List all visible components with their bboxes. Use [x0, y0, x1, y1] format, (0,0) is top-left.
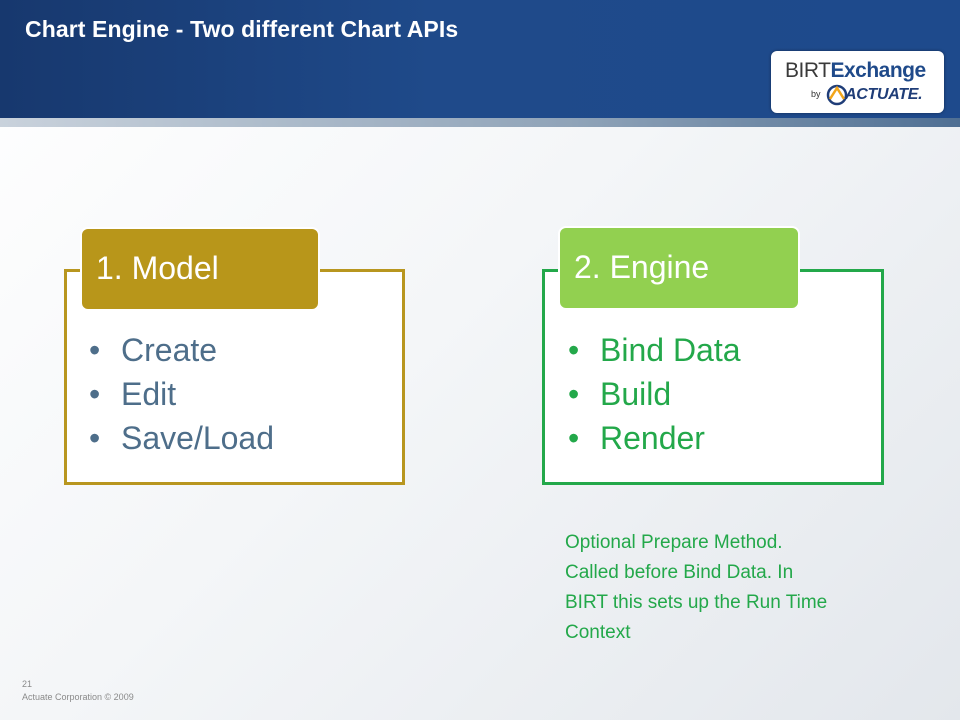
note-line: Optional Prepare Method. [565, 532, 783, 553]
header-bar: Chart Engine - Two different Chart APIs … [0, 0, 960, 120]
logo-by: by [811, 89, 821, 99]
engine-item-render: Render [568, 416, 741, 460]
prepare-method-note: Optional Prepare Method. Called before B… [565, 528, 925, 648]
header-divider [0, 118, 960, 127]
note-line: Called before Bind Data. In [565, 562, 794, 583]
logo-wordmark: BIRTExchange [785, 59, 926, 83]
model-item-create: Create [89, 328, 274, 372]
engine-heading: 2. Engine [558, 226, 800, 310]
engine-item-build: Build [568, 372, 741, 416]
logo-exchange: Exchange [830, 59, 926, 82]
engine-bullet-list: Bind Data Build Render [568, 328, 741, 460]
birt-exchange-logo: BIRTExchange by ACTUATE. [771, 51, 944, 113]
logo-actuate: ACTUATE. [845, 86, 923, 103]
actuate-mark-icon [826, 84, 848, 106]
engine-item-bind-data: Bind Data [568, 328, 741, 372]
note-line: Context [565, 622, 631, 643]
note-line: BIRT this sets up the Run Time [565, 592, 828, 613]
logo-birt: BIRT [785, 59, 831, 82]
slide-title: Chart Engine - Two different Chart APIs [25, 16, 459, 42]
model-item-edit: Edit [89, 372, 274, 416]
model-bullet-list: Create Edit Save/Load [89, 328, 274, 460]
model-item-save-load: Save/Load [89, 416, 274, 460]
copyright-text: Actuate Corporation © 2009 [22, 692, 134, 702]
slide-number: 21 [22, 679, 33, 689]
model-heading: 1. Model [80, 227, 320, 311]
